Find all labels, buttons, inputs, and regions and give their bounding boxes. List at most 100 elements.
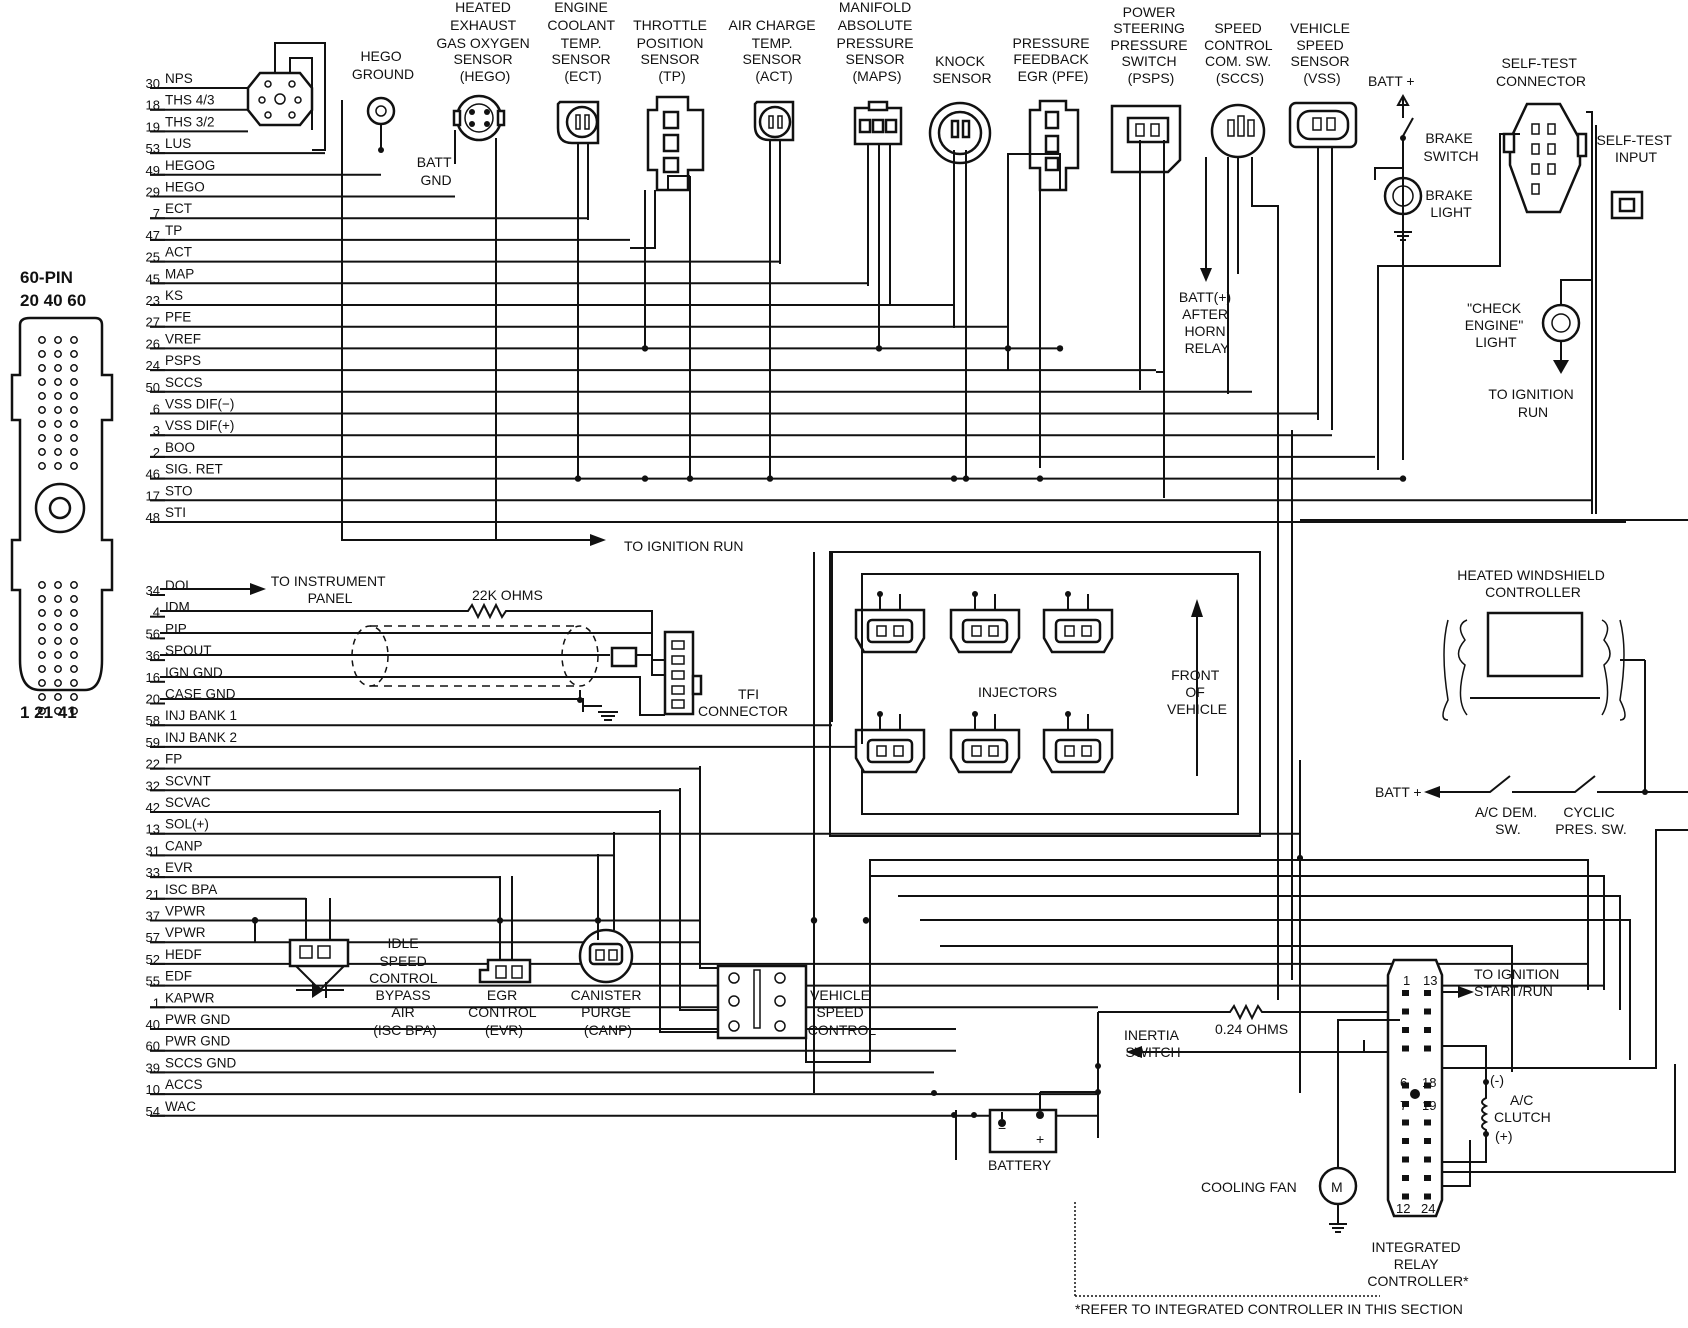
relay-pin-square bbox=[1424, 1156, 1431, 1163]
batt-gnd-label: BATT GND bbox=[417, 154, 455, 188]
pin-name: DOL bbox=[165, 578, 193, 593]
connector-hole bbox=[38, 420, 46, 428]
relay-pin-square bbox=[1402, 1119, 1409, 1126]
connector-hole bbox=[70, 336, 78, 344]
self-test-connector bbox=[1502, 102, 1588, 214]
connector-bottom-pins: 1 21 41 bbox=[20, 703, 77, 722]
relay-pin-square bbox=[1402, 1027, 1409, 1033]
pin-number: 3 bbox=[153, 423, 160, 438]
connector-title: 60-PIN bbox=[20, 268, 73, 287]
connector-hole bbox=[70, 448, 78, 456]
motor-label: M bbox=[1331, 1179, 1343, 1195]
pfe-label: PRESSURE FEEDBACK EGR (PFE) bbox=[1013, 35, 1094, 84]
relay-pin-19: 19 bbox=[1422, 1098, 1436, 1113]
knock-sensor bbox=[928, 101, 992, 165]
pin-name: PIP bbox=[165, 621, 187, 636]
connector-hole bbox=[38, 434, 46, 442]
act-sensor bbox=[753, 100, 795, 142]
pin-number: 4 bbox=[153, 605, 160, 620]
pin-name: SCCS GND bbox=[165, 1055, 237, 1070]
ecu-connector: 60-PIN 20 40 60 1 21 41 bbox=[10, 268, 114, 722]
svg-text:−: − bbox=[998, 1120, 1006, 1136]
connector-hole bbox=[70, 350, 78, 358]
connector-hole bbox=[54, 364, 62, 372]
junction-dot bbox=[950, 475, 958, 482]
relay-pin-square bbox=[1424, 1175, 1431, 1181]
injector bbox=[949, 711, 1021, 774]
injectors bbox=[854, 591, 1114, 774]
connector-hole bbox=[70, 623, 78, 631]
connector-hole bbox=[54, 595, 62, 603]
connector-hole bbox=[70, 707, 78, 715]
connector-hole bbox=[70, 679, 78, 687]
brake-light-label: BRAKE LIGHT bbox=[1425, 187, 1476, 220]
pin-name: VSS DIF(+) bbox=[165, 418, 234, 433]
pin-name: SOL(+) bbox=[165, 817, 209, 832]
connector-hole bbox=[54, 448, 62, 456]
relay-pin-square bbox=[1424, 1027, 1431, 1033]
resistor-22k-label: 22K OHMS bbox=[472, 587, 543, 603]
relay-pin-square bbox=[1402, 1138, 1409, 1144]
connector-center-hole bbox=[48, 496, 72, 520]
connector-hole bbox=[38, 665, 46, 673]
lower-components: − + 1 13 6 18 7 19 12 24 bbox=[288, 928, 1489, 1297]
check-engine-light bbox=[1541, 303, 1581, 374]
ac-switches bbox=[1424, 659, 1688, 798]
connector-hole bbox=[38, 406, 46, 414]
connector-hole bbox=[54, 609, 62, 617]
relay-pin-square bbox=[1424, 1101, 1431, 1107]
relay-pin-12: 12 bbox=[1396, 1201, 1410, 1216]
hego-sensor bbox=[452, 94, 506, 142]
hego-ground-terminal bbox=[366, 96, 396, 153]
pin-name: TP bbox=[165, 223, 182, 238]
connector-hole bbox=[70, 595, 78, 603]
pin-name: ACT bbox=[165, 245, 192, 260]
ac-clutch-coil bbox=[1442, 1045, 1489, 1163]
connector-hole bbox=[38, 693, 46, 701]
maps-sensor bbox=[853, 100, 903, 146]
connector-hole bbox=[38, 637, 46, 645]
to-instrument-panel-label: TO INSTRUMENT PANEL bbox=[271, 573, 390, 606]
pin-name: FP bbox=[165, 752, 182, 767]
relay-pin-18: 18 bbox=[1422, 1075, 1436, 1090]
top-wires bbox=[341, 100, 1597, 548]
pfe-sensor bbox=[1028, 99, 1080, 192]
connector-hole bbox=[54, 665, 62, 673]
brake-switch-label: BRAKE SWITCH bbox=[1423, 130, 1478, 164]
vss-sensor bbox=[1288, 101, 1358, 149]
ac-plus-label: (+) bbox=[1495, 1128, 1513, 1144]
hego-label: HEATED EXHAUST GAS OXYGEN SENSOR (HEGO) bbox=[436, 0, 533, 84]
pin-name: PSPS bbox=[165, 353, 201, 368]
heated-windshield-controller bbox=[1442, 611, 1626, 721]
relay-pin-square bbox=[1402, 1045, 1409, 1052]
connector-hole bbox=[70, 378, 78, 386]
evr-label: EGR CONTROL (EVR) bbox=[468, 987, 540, 1038]
to-ignition-run-label: TO IGNITION RUN bbox=[624, 538, 744, 554]
injector bbox=[949, 591, 1021, 654]
connector-hole bbox=[38, 378, 46, 386]
relay-pin-square bbox=[1402, 1082, 1409, 1089]
pin-name: SCVAC bbox=[165, 795, 211, 810]
sensor-labels: HEGO GROUND HEATED EXHAUST GAS OXYGEN SE… bbox=[352, 0, 1672, 420]
pin-name: NPS bbox=[165, 71, 193, 86]
connector-hole bbox=[54, 336, 62, 344]
connector-hole bbox=[38, 623, 46, 631]
